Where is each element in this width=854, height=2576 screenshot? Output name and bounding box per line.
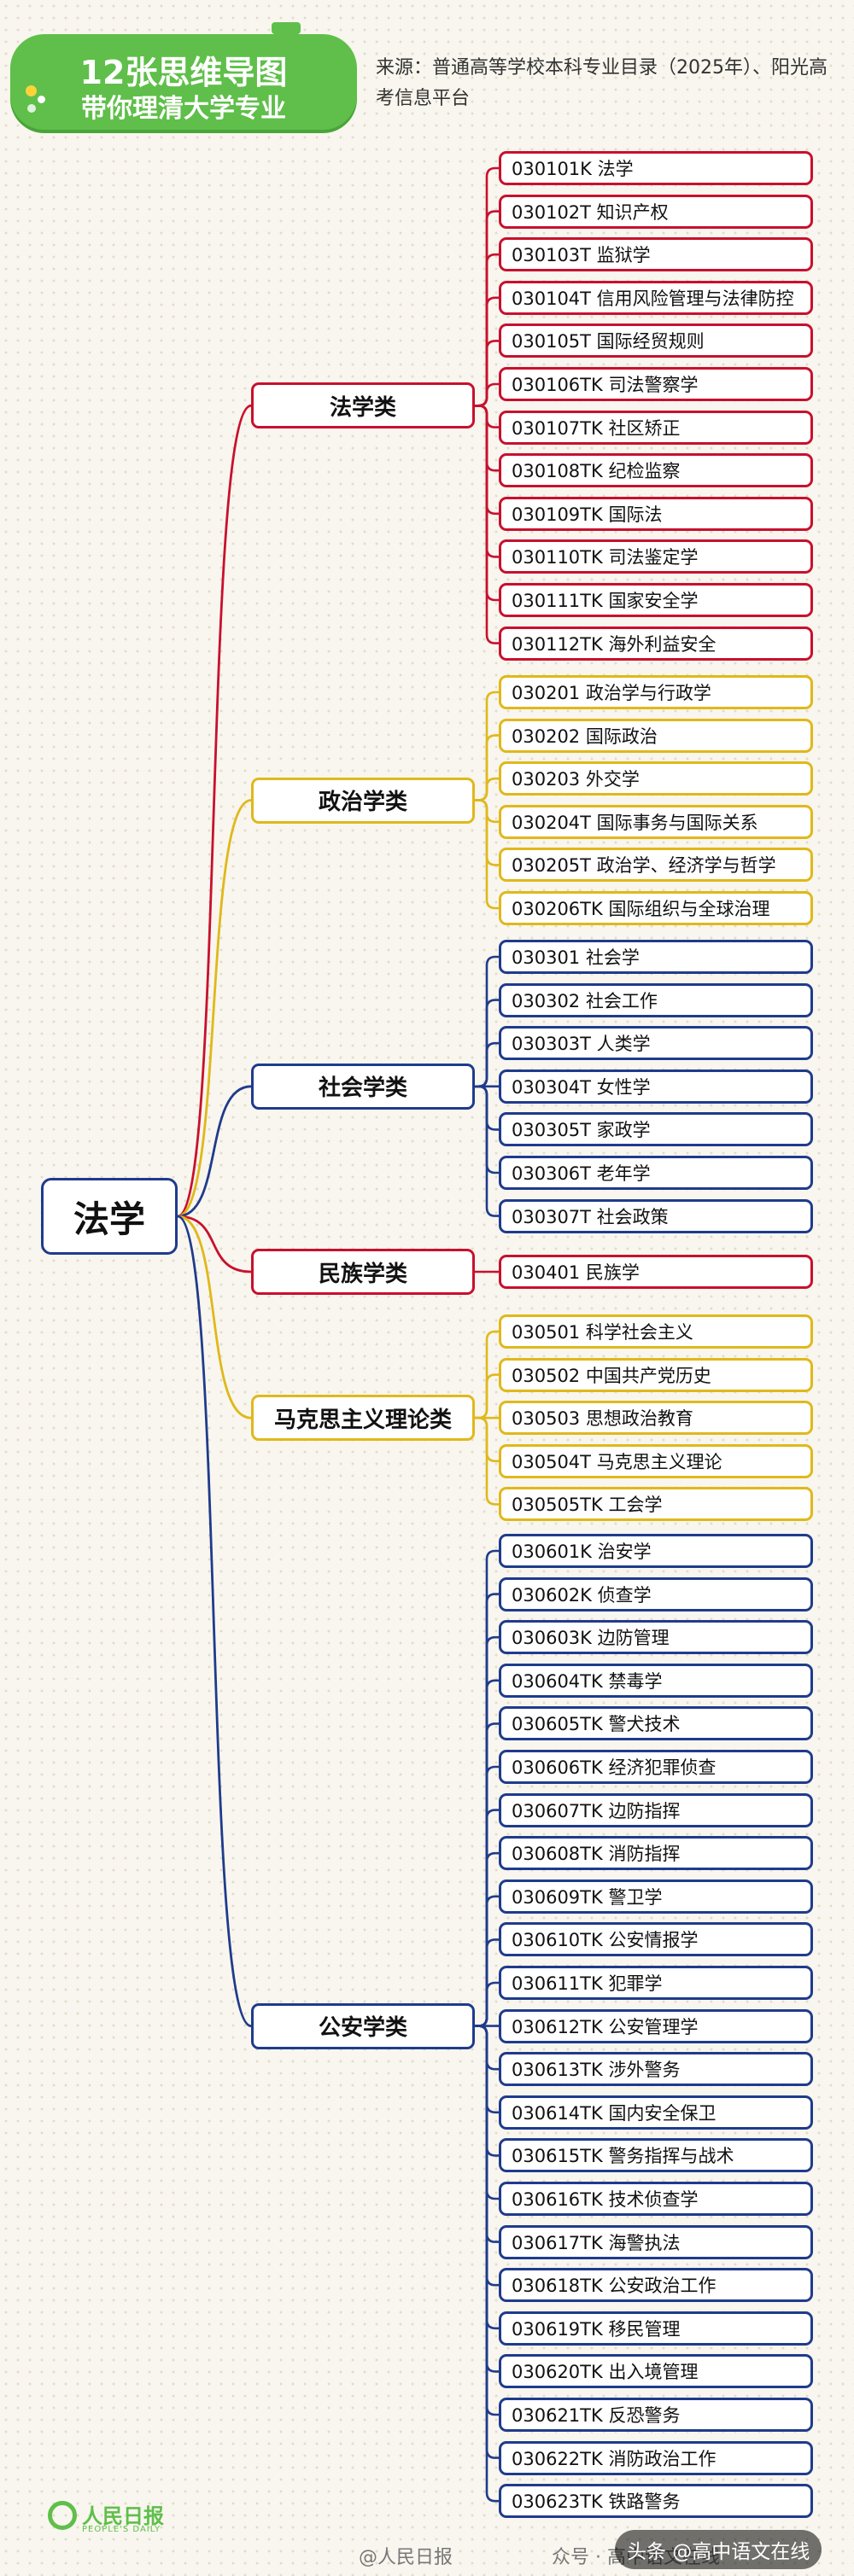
footer-account-bar[interactable]: 头条 @高中语文在线 <box>615 2530 822 2569</box>
major-node: 030202 国际政治 <box>499 718 813 753</box>
major-node: 030611TK 犯罪学 <box>499 1966 813 2000</box>
major-node: 030621TK 反恐警务 <box>499 2398 813 2432</box>
major-node: 030203 外交学 <box>499 761 813 796</box>
major-node: 030616TK 技术侦查学 <box>499 2182 813 2216</box>
major-node: 030110TK 司法鉴定学 <box>499 539 813 574</box>
major-node: 030201 政治学与行政学 <box>499 675 813 709</box>
major-node: 030107TK 社区矫正 <box>499 410 813 445</box>
major-node: 030603K 边防管理 <box>499 1620 813 1655</box>
major-node: 030619TK 移民管理 <box>499 2311 813 2346</box>
major-node: 030602K 侦查学 <box>499 1576 813 1611</box>
major-node: 030112TK 海外利益安全 <box>499 626 813 661</box>
major-node: 030614TK 国内安全保卫 <box>499 2095 813 2130</box>
major-node: 030504T 马克思主义理论 <box>499 1443 813 1478</box>
major-node: 030620TK 出入境管理 <box>499 2354 813 2389</box>
major-node: 030617TK 海警执法 <box>499 2224 813 2259</box>
source-note: 来源：普通高等学校本科专业目录（2025年）、阳光高考信息平台 <box>376 57 828 109</box>
major-node: 030606TK 经济犯罪侦查 <box>499 1750 813 1784</box>
category-node: 公安学类 <box>251 2002 475 2049</box>
major-node: 030607TK 边防指挥 <box>499 1792 813 1827</box>
major-node: 030303T 人类学 <box>499 1026 813 1061</box>
major-node: 030101K 法学 <box>499 151 813 185</box>
major-node: 030104T 信用风险管理与法律防控 <box>499 280 813 315</box>
major-node: 030618TK 公安政治工作 <box>499 2268 813 2303</box>
major-node: 030623TK 铁路警务 <box>499 2484 813 2519</box>
logo-mark-icon <box>48 2501 77 2530</box>
major-node: 030615TK 警务指挥与战术 <box>499 2138 813 2173</box>
category-node: 马克思主义理论类 <box>251 1395 475 1442</box>
title-badge: 12张思维导图 带你理清大学专业 <box>10 34 357 130</box>
category-node: 政治学类 <box>251 777 475 824</box>
major-node: 030613TK 涉外警务 <box>499 2052 813 2087</box>
major-node: 030306T 老年学 <box>499 1156 813 1190</box>
major-node: 030103T 监狱学 <box>499 237 813 272</box>
major-node: 030502 中国共产党历史 <box>499 1357 813 1392</box>
major-node: 030608TK 消防指挥 <box>499 1836 813 1871</box>
major-node: 030604TK 禁毒学 <box>499 1663 813 1698</box>
major-node: 030204T 国际事务与国际关系 <box>499 804 813 839</box>
title-line-1: 12张思维导图 <box>79 54 288 91</box>
major-node: 030102T 知识产权 <box>499 194 813 229</box>
major-node: 030305T 家政学 <box>499 1112 813 1147</box>
major-node: 030206TK 国际组织与全球治理 <box>499 891 813 925</box>
major-node: 030205T 政治学、经济学与哲学 <box>499 848 813 883</box>
major-node: 030505TK 工会学 <box>499 1487 813 1522</box>
major-node: 030307T 社会政策 <box>499 1198 813 1233</box>
logo-text: 人民日报 <box>82 2504 164 2528</box>
major-node: 030304T 女性学 <box>499 1069 813 1104</box>
title-line-2: 带你理清大学专业 <box>81 94 286 124</box>
major-node: 030106TK 司法警察学 <box>499 367 813 401</box>
category-node: 社会学类 <box>251 1063 475 1110</box>
watermark: @人民日报 <box>359 2547 453 2568</box>
major-node: 030601K 治安学 <box>499 1534 813 1568</box>
major-node: 030610TK 公安情报学 <box>499 1922 813 1957</box>
major-node: 030108TK 纪检监察 <box>499 453 813 488</box>
major-node: 030503 思想政治教育 <box>499 1401 813 1436</box>
major-node: 030111TK 国家安全学 <box>499 583 813 617</box>
major-node: 030302 社会工作 <box>499 982 813 1017</box>
root-node: 法学 <box>41 1178 178 1255</box>
major-node: 030109TK 国际法 <box>499 496 813 531</box>
major-node: 030622TK 消防政治工作 <box>499 2440 813 2475</box>
major-node: 030105T 国际经贸规则 <box>499 323 813 358</box>
major-node: 030401 民族学 <box>499 1255 813 1289</box>
major-node: 030612TK 公安管理学 <box>499 2008 813 2043</box>
logo-subtext: PEOPLE'S DAILY <box>82 2525 161 2534</box>
category-node: 法学类 <box>251 382 475 429</box>
decorative-tab <box>272 22 301 34</box>
category-node: 民族学类 <box>251 1249 475 1295</box>
decorative-dots-icon <box>26 84 51 118</box>
major-node: 030301 社会学 <box>499 940 813 974</box>
major-node: 030605TK 警犬技术 <box>499 1706 813 1741</box>
major-node: 030609TK 警卫学 <box>499 1879 813 1914</box>
major-node: 030501 科学社会主义 <box>499 1314 813 1349</box>
